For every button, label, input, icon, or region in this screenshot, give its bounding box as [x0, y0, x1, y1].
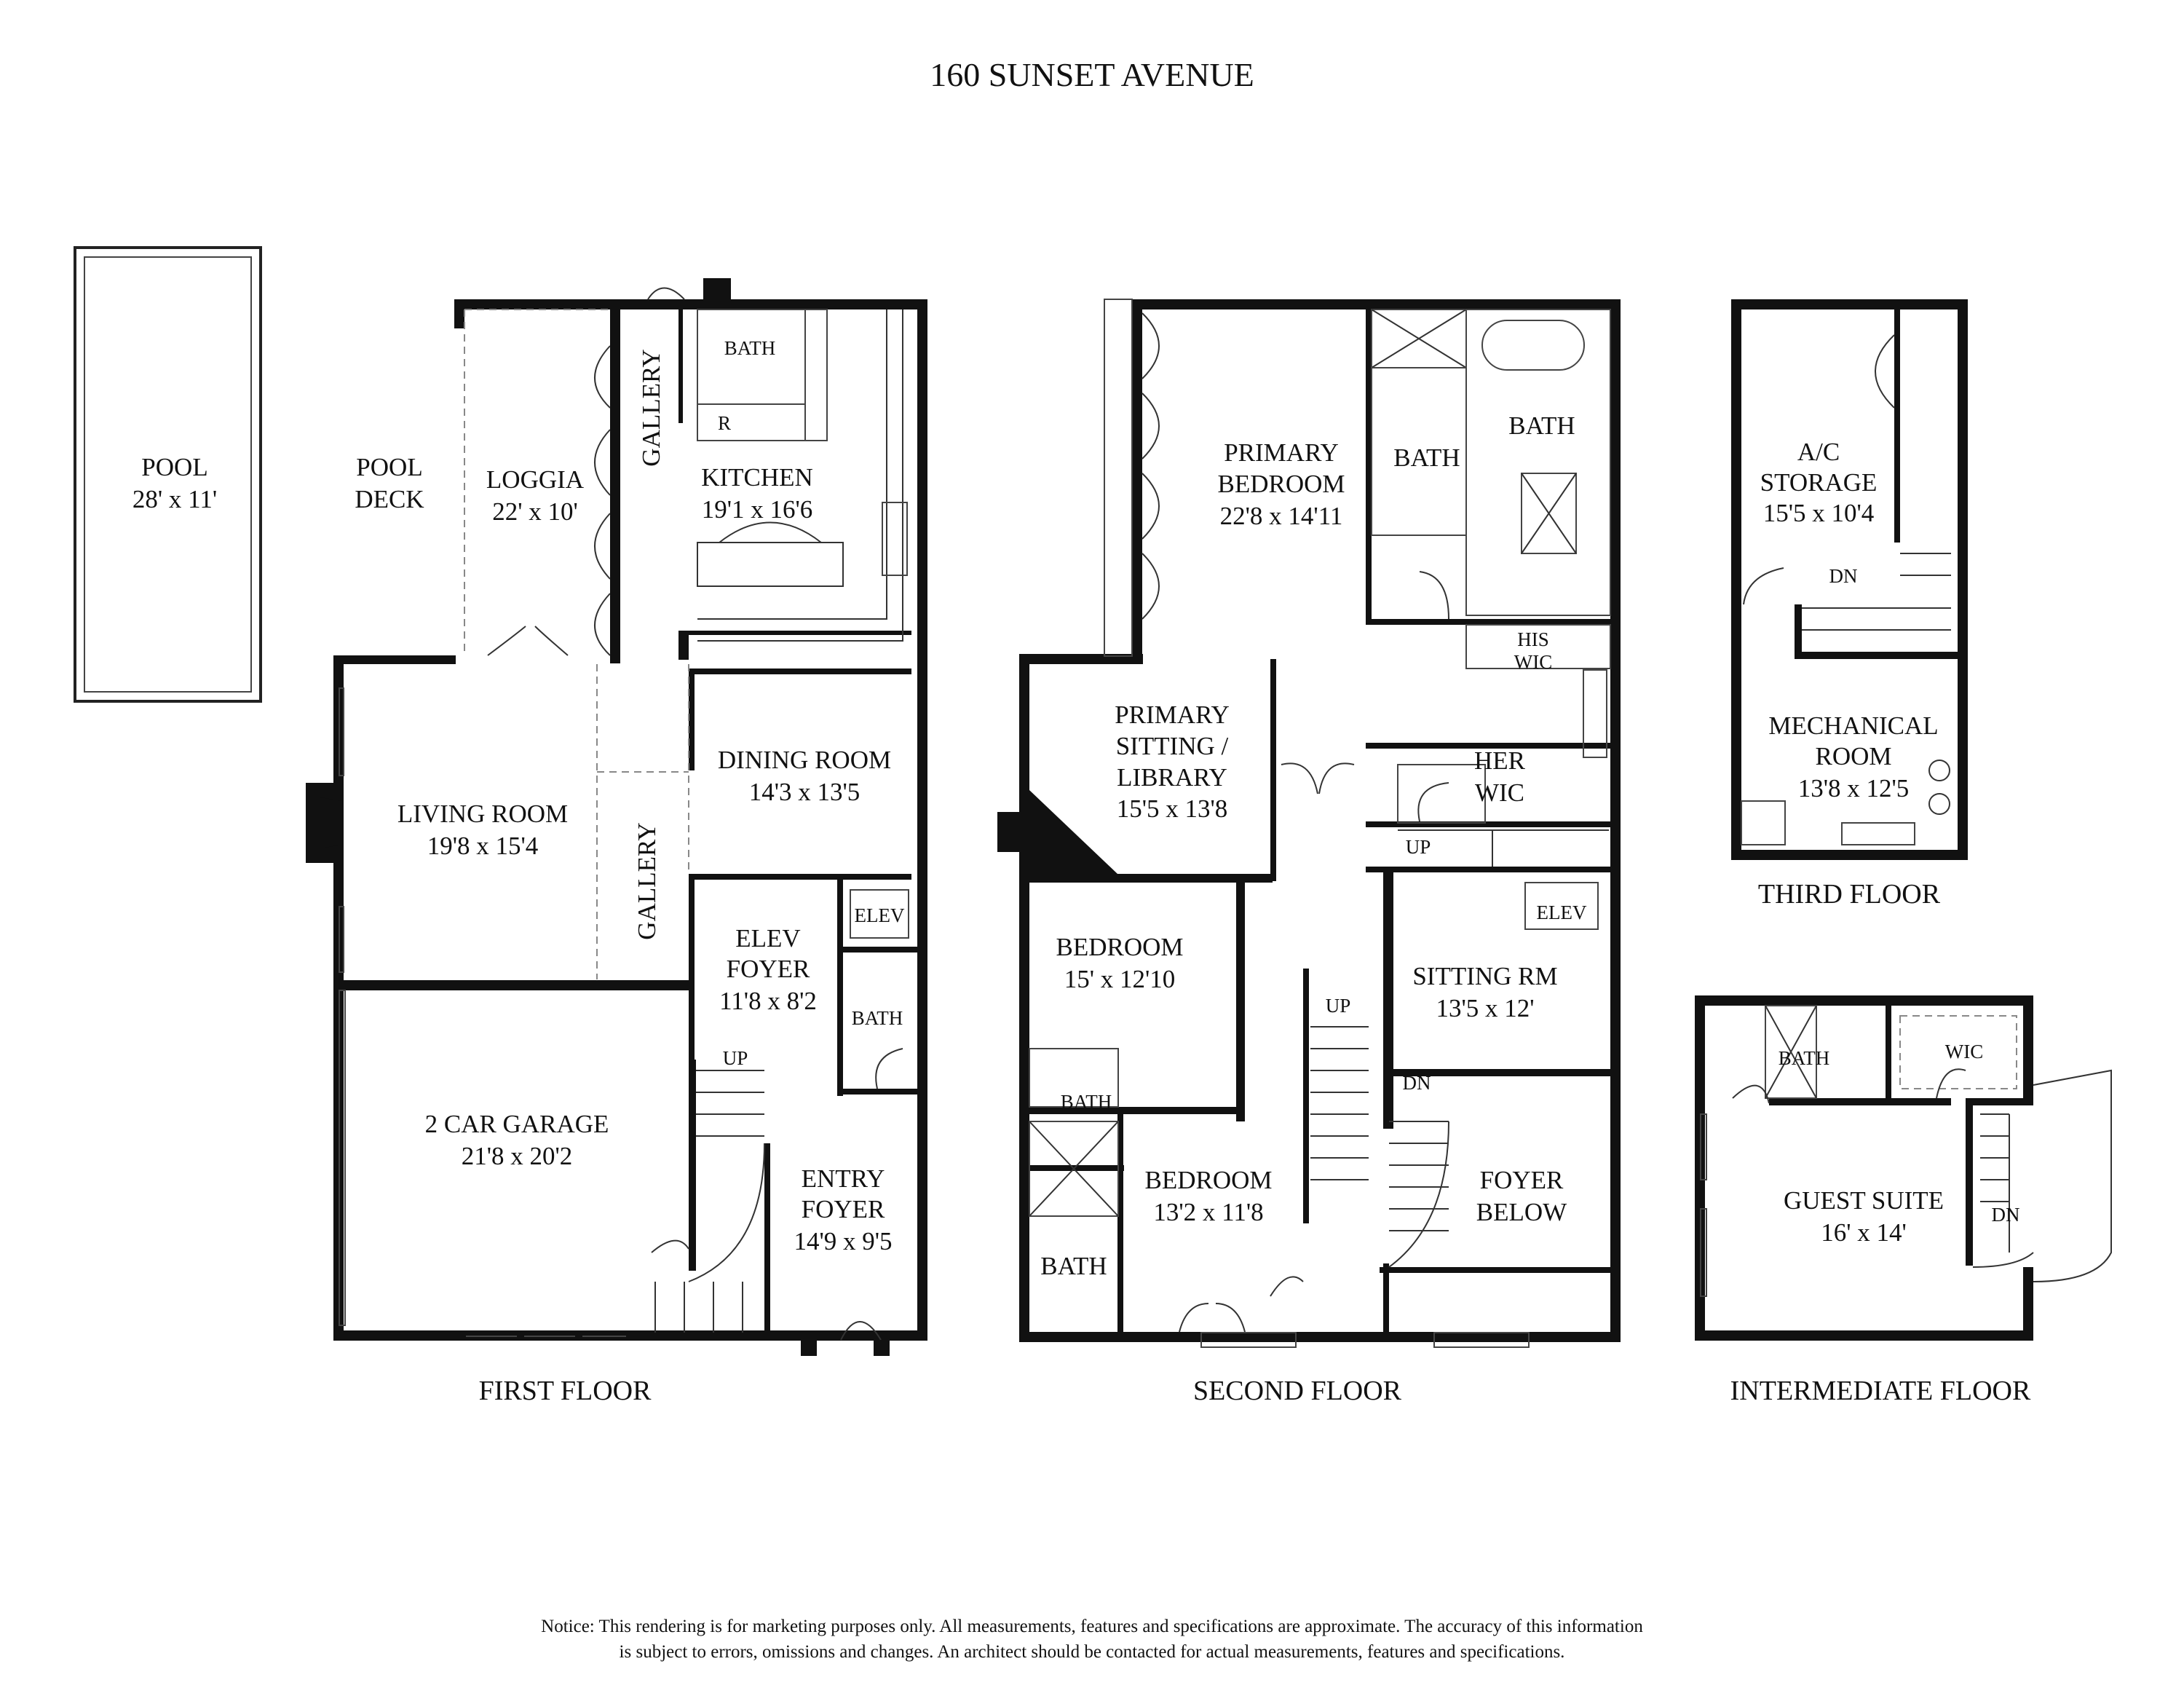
- intermediate-wic-label: WIC: [1945, 1041, 1983, 1062]
- second-floor-labels: PRIMARY BEDROOM 22'8 x 14'11 BATH BATH H…: [1040, 411, 1587, 1280]
- second-up-stair-label: UP: [1326, 995, 1351, 1017]
- garage-dims: 21'8 x 20'2: [462, 1142, 573, 1170]
- second-floor-caption: SECOND FLOOR: [1193, 1376, 1402, 1406]
- garage-name: 2 CAR GARAGE: [425, 1110, 609, 1138]
- intermediate-floor-labels: BATH WIC GUEST SUITE 16' x 14' DN: [1779, 1041, 2020, 1247]
- first-up-label: UP: [723, 1047, 748, 1069]
- kitchen-dims: 19'1 x 16'6: [702, 495, 813, 524]
- sitting-rm-name: SITTING RM: [1412, 962, 1557, 990]
- ac-storage-dims: 15'5 x 10'4: [1763, 499, 1875, 527]
- bedroom2-name: BEDROOM: [1144, 1166, 1272, 1194]
- guest-suite-dims: 16' x 14': [1821, 1218, 1907, 1247]
- bath-b-label: BATH: [1040, 1252, 1107, 1280]
- bedroom1-dims: 15' x 12'10: [1064, 965, 1176, 993]
- first-floor-caption: FIRST FLOOR: [479, 1376, 652, 1406]
- first-bath2-label: BATH: [852, 1007, 903, 1029]
- primary-sitting-line2: SITTING /: [1116, 732, 1229, 760]
- entry-foyer-dims: 14'9 x 9'5: [794, 1227, 892, 1255]
- primary-sitting-line1: PRIMARY: [1115, 701, 1230, 729]
- bath-a-label: BATH: [1061, 1091, 1112, 1113]
- notice-line1: Notice: This rendering is for marketing …: [541, 1617, 1643, 1636]
- entry-foyer-line2: FOYER: [802, 1195, 885, 1223]
- first-floor-plan: [306, 278, 927, 1356]
- primary-sitting-dims: 15'5 x 13'8: [1117, 794, 1228, 823]
- primary-bedroom-line1: PRIMARY: [1224, 438, 1339, 467]
- primary-bedroom-dims: 22'8 x 14'11: [1220, 502, 1343, 530]
- primary-sitting-line3: LIBRARY: [1117, 763, 1227, 792]
- second-dn-stair-label: DN: [1403, 1072, 1431, 1094]
- mechanical-line2: ROOM: [1815, 742, 1891, 770]
- second-elev-label: ELEV: [1537, 902, 1587, 923]
- first-floor-labels: POOL 28' x 11' POOL DECK LOGGIA 22' x 10…: [132, 337, 905, 1255]
- sitting-rm-dims: 13'5 x 12': [1436, 994, 1534, 1022]
- third-floor-caption: THIRD FLOOR: [1758, 879, 1941, 910]
- ac-storage-line1: A/C: [1797, 438, 1840, 466]
- elev-foyer-line1: ELEV: [735, 924, 800, 953]
- intermediate-dn-label: DN: [1992, 1204, 2020, 1226]
- living-room-name: LIVING ROOM: [397, 800, 568, 828]
- his-wic-line1: HIS: [1517, 628, 1549, 650]
- pool: [74, 246, 262, 703]
- his-wic-line2: WIC: [1514, 651, 1552, 673]
- second-floor-plan: [997, 299, 1621, 1348]
- second-up-landing-label: UP: [1406, 836, 1431, 858]
- kitchen-bath-label: BATH: [724, 337, 776, 359]
- first-elev-label: ELEV: [855, 904, 905, 926]
- gallery-top-label: GALLERY: [637, 349, 665, 466]
- mechanical-line1: MECHANICAL: [1768, 711, 1938, 740]
- third-floor-plan: [1731, 299, 1968, 860]
- foyer-below-line2: BELOW: [1476, 1198, 1567, 1226]
- loggia-name: LOGGIA: [486, 465, 585, 494]
- foyer-below-line1: FOYER: [1480, 1166, 1564, 1194]
- pool-deck-line1: POOL: [356, 453, 422, 481]
- entry-foyer-line1: ENTRY: [802, 1164, 885, 1193]
- plan-title: 160 SUNSET AVENUE: [930, 56, 1254, 93]
- intermediate-floor-caption: INTERMEDIATE FLOOR: [1730, 1376, 2031, 1406]
- pool-name: POOL: [141, 453, 207, 481]
- intermediate-floor-plan: [1695, 995, 2112, 1341]
- elev-foyer-dims: 11'8 x 8'2: [719, 987, 817, 1015]
- bedroom1-name: BEDROOM: [1056, 933, 1183, 961]
- third-dn-label: DN: [1829, 565, 1858, 587]
- primary-bedroom-line2: BEDROOM: [1217, 470, 1345, 498]
- dining-room-dims: 14'3 x 13'5: [749, 778, 860, 806]
- elev-foyer-line2: FOYER: [727, 955, 810, 983]
- pool-deck-line2: DECK: [355, 485, 424, 513]
- her-wic-line2: WIC: [1475, 778, 1524, 807]
- living-room-dims: 19'8 x 15'4: [427, 832, 539, 860]
- third-floor-labels: A/C STORAGE 15'5 x 10'4 DN MECHANICAL RO…: [1760, 438, 1939, 802]
- bedroom2-dims: 13'2 x 11'8: [1153, 1198, 1263, 1226]
- guest-suite-name: GUEST SUITE: [1784, 1186, 1944, 1215]
- kitchen-name: KITCHEN: [701, 463, 813, 492]
- pool-dims: 28' x 11': [132, 485, 217, 513]
- ac-storage-line2: STORAGE: [1760, 468, 1878, 497]
- mechanical-dims: 13'8 x 12'5: [1798, 774, 1910, 802]
- refrigerator-label: R: [718, 412, 731, 434]
- her-wic-line1: HER: [1474, 746, 1526, 775]
- gallery-mid-label: GALLERY: [633, 822, 661, 939]
- intermediate-bath-label: BATH: [1779, 1047, 1830, 1069]
- bath-large-label: BATH: [1508, 411, 1575, 440]
- loggia-dims: 22' x 10': [492, 497, 578, 526]
- bath-small-label: BATH: [1393, 443, 1460, 472]
- notice-line2: is subject to errors, omissions and chan…: [620, 1642, 1565, 1662]
- dining-room-name: DINING ROOM: [718, 746, 891, 774]
